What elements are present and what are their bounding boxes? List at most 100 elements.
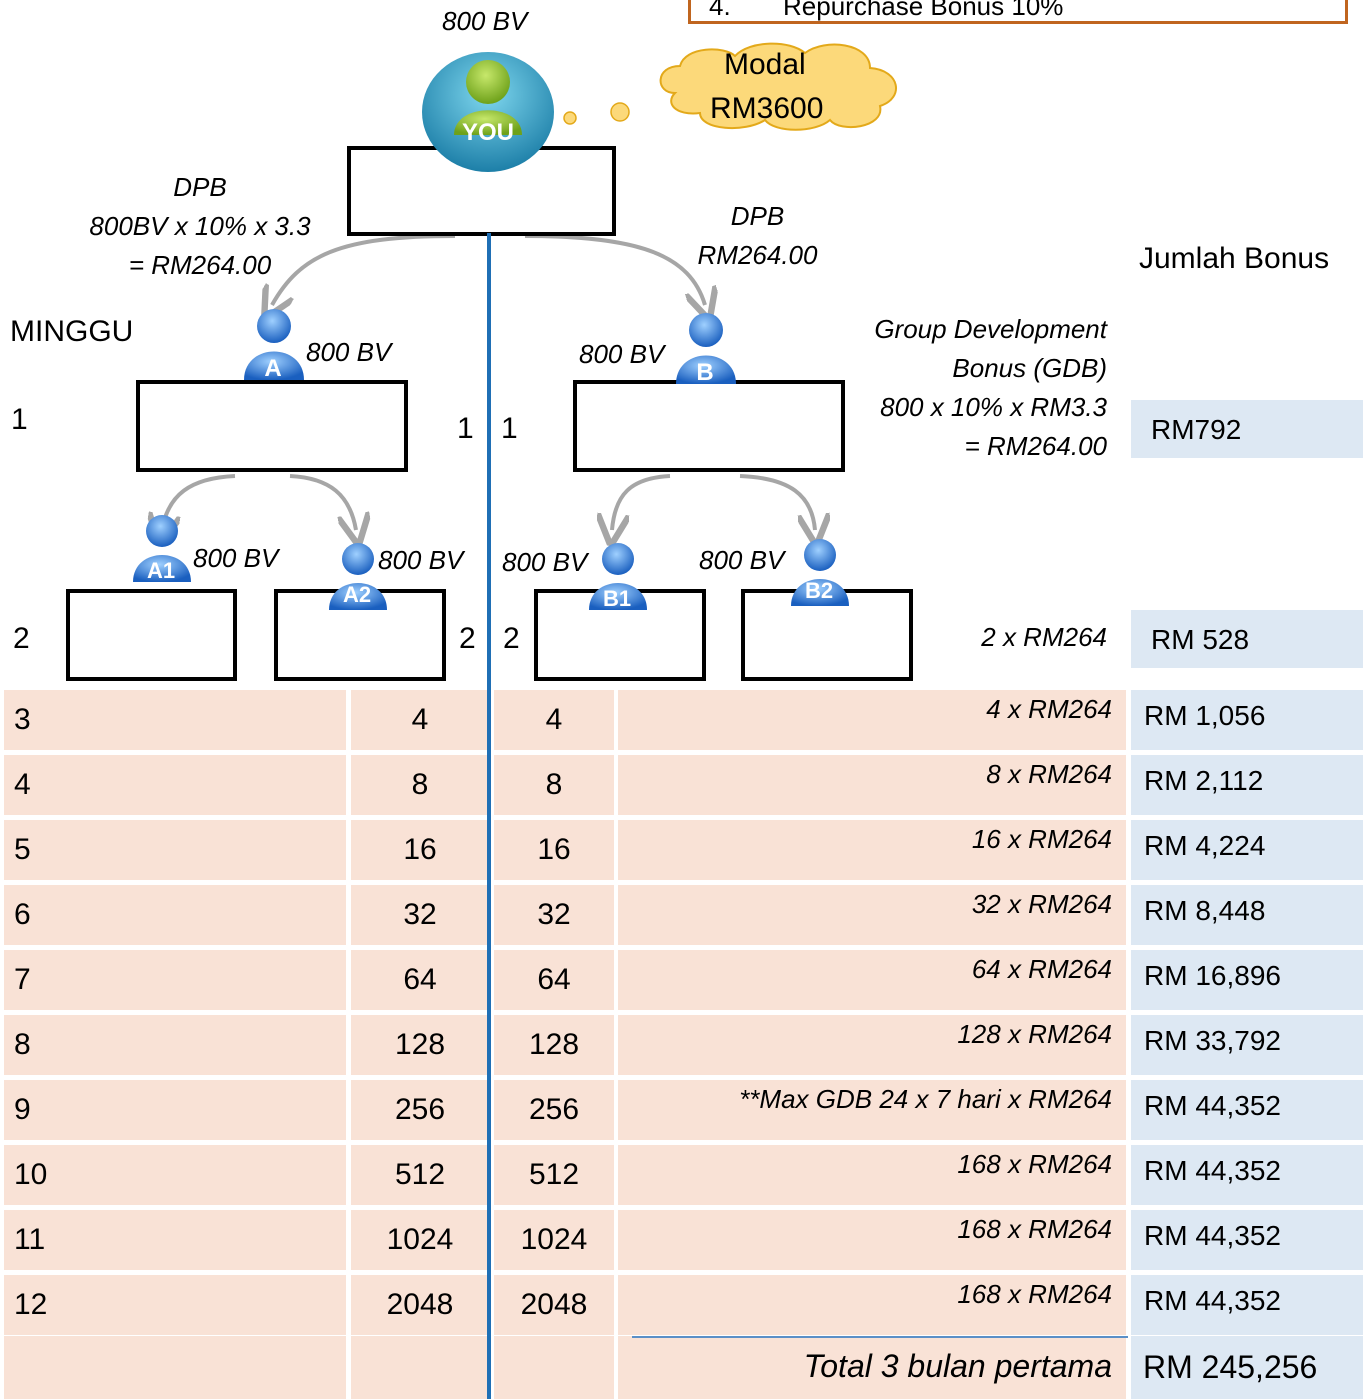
row-week: 12 (14, 1288, 48, 1321)
row-left-count: 32 (403, 898, 437, 931)
node-a-label: A (264, 355, 281, 382)
table-row-right-cell: 256 (494, 1080, 614, 1140)
total-rule (632, 1336, 1128, 1338)
row-calc: 128 x RM264 (957, 1019, 1112, 1049)
row-bonus: RM 8,448 (1144, 895, 1266, 926)
row-week: 6 (14, 898, 31, 931)
table-row-week-cell: 3 (4, 690, 346, 750)
row-right-count: 32 (537, 898, 571, 931)
row-right-count: 8 (545, 768, 563, 801)
row-calc: 32 x RM264 (971, 889, 1112, 919)
dpb-left: DPB 800BV x 10% x 3.3 = RM264.00 (40, 168, 360, 285)
table-row-left-cell: 4 (351, 690, 489, 750)
week2-left-count: 2 (459, 622, 476, 655)
week1-left-count: 1 (457, 412, 474, 445)
table-row-week-cell: 9 (4, 1080, 346, 1140)
week2-right-count: 2 (503, 622, 520, 655)
node-a-bv: 800 BV (306, 337, 392, 367)
row-left-count: 4 (411, 703, 429, 736)
total-cell-week (4, 1336, 346, 1399)
row-calc: 168 x RM264 (957, 1149, 1112, 1179)
node-a2-label: A2 (343, 582, 371, 607)
table-row-week-cell: 6 (4, 885, 346, 945)
row-left-count: 256 (394, 1093, 446, 1126)
row-calc: 168 x RM264 (957, 1214, 1112, 1244)
node-a2-avatar-icon: A2 (329, 543, 387, 610)
dpb-left-l1: DPB (173, 172, 227, 202)
table-row-left-cell: 64 (351, 950, 489, 1010)
row-left-count: 8 (411, 768, 429, 801)
row-left-count: 512 (394, 1158, 446, 1191)
total-label: Total 3 bulan pertama (803, 1348, 1112, 1384)
row-bonus: RM 16,896 (1144, 960, 1281, 991)
table-row-calc-cell: 16 x RM264 (618, 820, 1126, 880)
week1-right-count: 1 (501, 412, 518, 445)
table-row-right-cell: 16 (494, 820, 614, 880)
row-week: 4 (14, 768, 31, 801)
row-week: 8 (14, 1028, 31, 1061)
row-left-count: 1024 (386, 1223, 454, 1256)
table-row-bonus-cell: RM 44,352 (1131, 1275, 1363, 1335)
table-row-bonus-cell: RM 1,056 (1131, 690, 1363, 750)
left-right-divider (487, 233, 491, 1399)
node-a-avatar-icon: A (244, 309, 304, 382)
modal-line2: RM3600 (710, 92, 824, 125)
table-row-calc-cell: 4 x RM264 (618, 690, 1126, 750)
jumlah-bonus-heading: Jumlah Bonus (1139, 242, 1330, 275)
row-week: 11 (14, 1223, 46, 1256)
total-value-cell: RM 245,256 (1131, 1336, 1363, 1399)
arrow-a-to-a2 (289, 474, 356, 530)
row-bonus: RM 44,352 (1144, 1285, 1281, 1316)
table-row-right-cell: 32 (494, 885, 614, 945)
node-b2-label: B2 (805, 578, 833, 603)
table-row-left-cell: 1024 (351, 1210, 489, 1270)
table-row-week-cell: 5 (4, 820, 346, 880)
row-bonus: RM 1,056 (1144, 700, 1266, 731)
dpb-right-l1: DPB (730, 201, 785, 231)
row-week: 3 (14, 703, 31, 736)
table-row-right-cell: 4 (494, 690, 614, 750)
table-row-bonus-cell: RM 44,352 (1131, 1145, 1363, 1205)
row-week: 10 (14, 1158, 48, 1191)
week2-bonus: RM 528 (1151, 624, 1250, 655)
table-row-week-cell: 7 (4, 950, 346, 1010)
modal-line1: Modal (724, 48, 806, 81)
week2-calc: 2 x RM264 (981, 622, 1107, 652)
table-row-calc-cell: 8 x RM264 (618, 755, 1126, 815)
week2-bonus-cell: RM 528 (1131, 610, 1363, 668)
table-row-bonus-cell: RM 4,224 (1131, 820, 1363, 880)
week1-bonus-cell: RM792 (1131, 400, 1363, 458)
node-a1-avatar-icon: A1 (133, 515, 191, 583)
total-cell-left (351, 1336, 489, 1399)
node-b1-bv: 800 BV (502, 547, 588, 577)
node-a2-bv: 800 BV (378, 545, 464, 575)
table-row-bonus-cell: RM 44,352 (1131, 1210, 1363, 1270)
table-row-bonus-cell: RM 2,112 (1131, 755, 1363, 815)
table-row-right-cell: 512 (494, 1145, 614, 1205)
node-b-avatar-icon: B (676, 313, 736, 386)
row-bonus: RM 2,112 (1144, 765, 1264, 796)
row-right-count: 2048 (520, 1288, 588, 1321)
table-row-calc-cell: 64 x RM264 (618, 950, 1126, 1010)
table-row-right-cell: 8 (494, 755, 614, 815)
node-b2-avatar-icon: B2 (791, 539, 849, 606)
minggu-heading: MINGGU (10, 315, 134, 348)
row-bonus: RM 4,224 (1144, 830, 1266, 861)
table-row-bonus-cell: RM 33,792 (1131, 1015, 1363, 1075)
total-cell-label: Total 3 bulan pertama (618, 1336, 1126, 1399)
you-avatar-icon: YOU (422, 52, 554, 172)
total-cell-right (494, 1336, 614, 1399)
arrow-b-to-b1 (612, 474, 671, 530)
node-b-label: B (696, 359, 713, 386)
dpb-left-l3: = RM264.00 (128, 250, 272, 280)
row-calc: **Max GDB 24 x 7 hari x RM264 (739, 1084, 1112, 1114)
node-a-box (136, 380, 408, 472)
total-value: RM 245,256 (1143, 1349, 1318, 1385)
row-calc: 8 x RM264 (986, 759, 1112, 789)
node-a1-bv: 800 BV (193, 543, 279, 573)
table-row-week-cell: 12 (4, 1275, 346, 1335)
table-row-calc-cell: 128 x RM264 (618, 1015, 1126, 1075)
node-b1-label: B1 (603, 586, 631, 611)
row-right-count: 128 (528, 1028, 580, 1061)
row-calc: 4 x RM264 (986, 694, 1112, 724)
